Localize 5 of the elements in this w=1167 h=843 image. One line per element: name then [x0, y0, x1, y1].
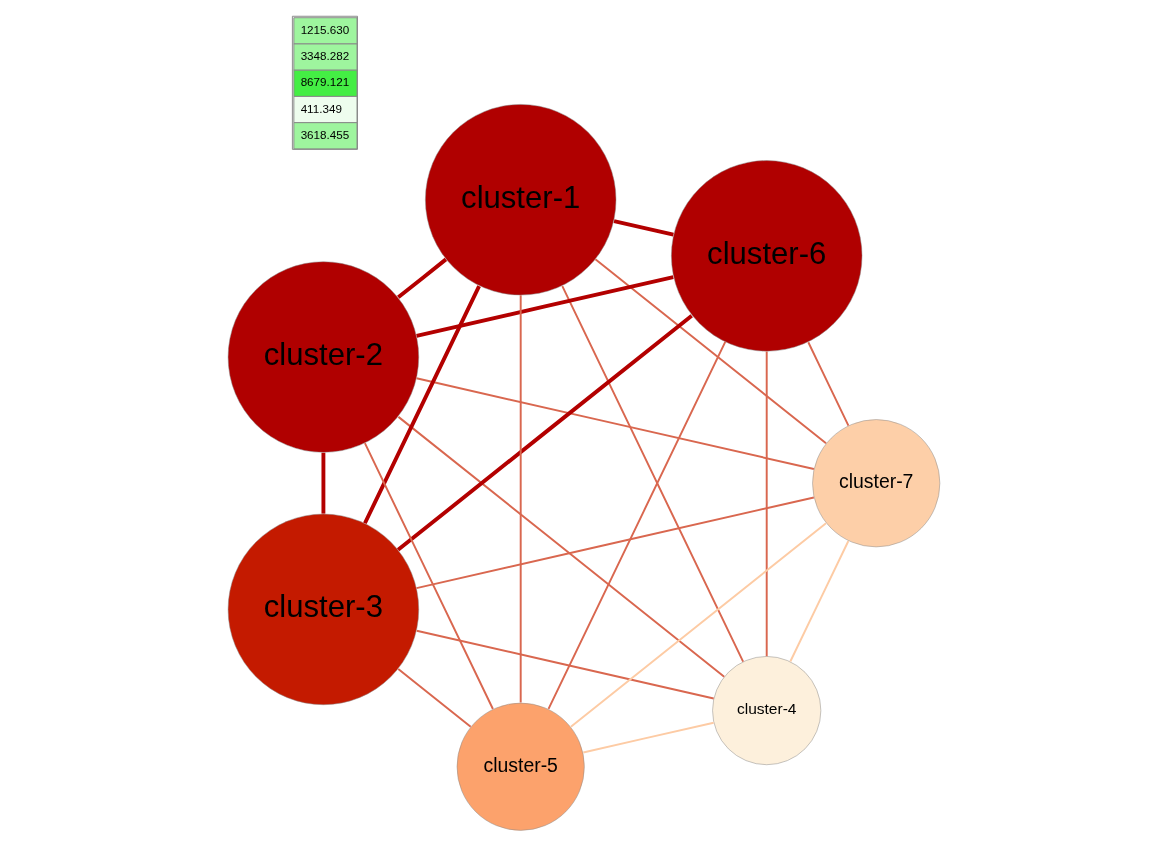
label: 411.349 [300, 101, 342, 115]
label: 8679.121 [300, 75, 349, 89]
label: 3618.455 [300, 127, 349, 141]
label: 1215.630 [300, 22, 349, 36]
label: 3348.282 [300, 49, 349, 63]
